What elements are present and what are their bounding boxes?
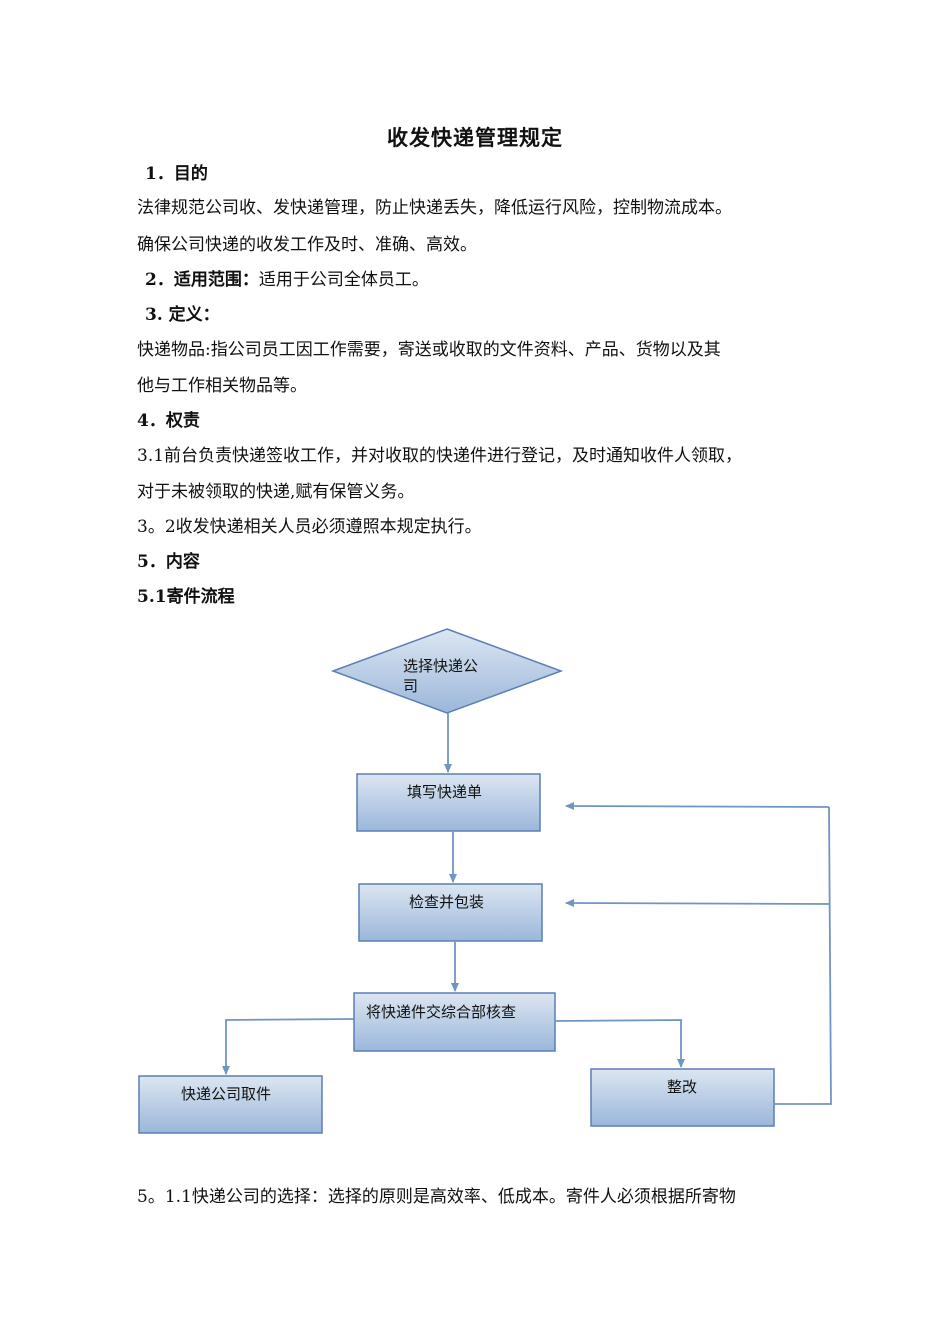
section-2: 2．适用范围：适用于公司全体员工。 bbox=[145, 268, 429, 292]
arrow-feedback-to-waybill bbox=[565, 802, 830, 811]
section-1-heading: 1．目的 bbox=[145, 164, 208, 184]
section-2-heading: 2．适用范围： bbox=[145, 270, 259, 290]
section-5-1-1-text: 5。1.1快递公司的选择：选择的原则是高效率、低成本。寄件人必须根据所寄物 bbox=[137, 1187, 736, 1207]
step-submit-review: 将快递件交综合部核查 bbox=[353, 992, 556, 1052]
decision-label-line-2: 司 bbox=[403, 677, 418, 695]
section-1-paragraph-line-1: 法律规范公司收、发快递管理，防止快递丢失，降低运行风险，控制物流成本。 bbox=[137, 198, 732, 218]
document-title: 收发快递管理规定 bbox=[387, 125, 563, 150]
section-3-heading: 3. 定义： bbox=[145, 305, 220, 325]
step-submit-review-label: 将快递件交综合部核查 bbox=[366, 1003, 516, 1021]
arrow-review-to-rectify bbox=[554, 1019, 685, 1068]
arrow-feedback-to-inspect bbox=[565, 899, 830, 908]
step-inspect-pack: 检查并包装 bbox=[358, 883, 543, 942]
feedback-line-from-rectify bbox=[774, 806, 832, 1105]
decision-label-line-1: 选择快递公 bbox=[403, 657, 478, 675]
section-2-text: 适用于公司全体员工。 bbox=[258, 270, 429, 290]
step-courier-pickup-label: 快递公司取件 bbox=[181, 1085, 271, 1103]
step-fill-waybill: 填写快递单 bbox=[356, 773, 541, 832]
section-5-heading: 5．内容 bbox=[137, 552, 200, 572]
section-3-paragraph-line-2: 他与工作相关物品等。 bbox=[137, 376, 307, 396]
arrow-review-to-pickup bbox=[222, 1018, 355, 1075]
section-3-paragraph-line-1: 快递物品:指公司员工因工作需要，寄送或收取的文件资料、产品、货物以及其 bbox=[137, 340, 721, 360]
section-5-1-heading: 5.1寄件流程 bbox=[137, 587, 235, 607]
section-4-paragraph-line-2: 对于未被领取的快递,赋有保管义务。 bbox=[137, 482, 415, 502]
step-courier-pickup: 快递公司取件 bbox=[138, 1075, 323, 1134]
section-4-paragraph-line-3: 3。2收发快递相关人员必须遵照本规定执行。 bbox=[137, 517, 482, 537]
step-inspect-pack-label: 检查并包装 bbox=[409, 893, 484, 911]
step-fill-waybill-label: 填写快递单 bbox=[407, 783, 482, 801]
section-4-paragraph-line-1: 3.1前台负责快递签收工作，并对收取的快递件进行登记，及时通知收件人领取， bbox=[137, 446, 743, 466]
section-4-heading: 4．权责 bbox=[137, 411, 200, 431]
decision-select-courier: 选择快递公 司 bbox=[330, 628, 564, 714]
section-1-paragraph-line-2: 确保公司快递的收发工作及时、准确、高效。 bbox=[137, 235, 477, 255]
step-rectify: 整改 bbox=[590, 1068, 775, 1127]
step-rectify-label: 整改 bbox=[667, 1078, 697, 1096]
